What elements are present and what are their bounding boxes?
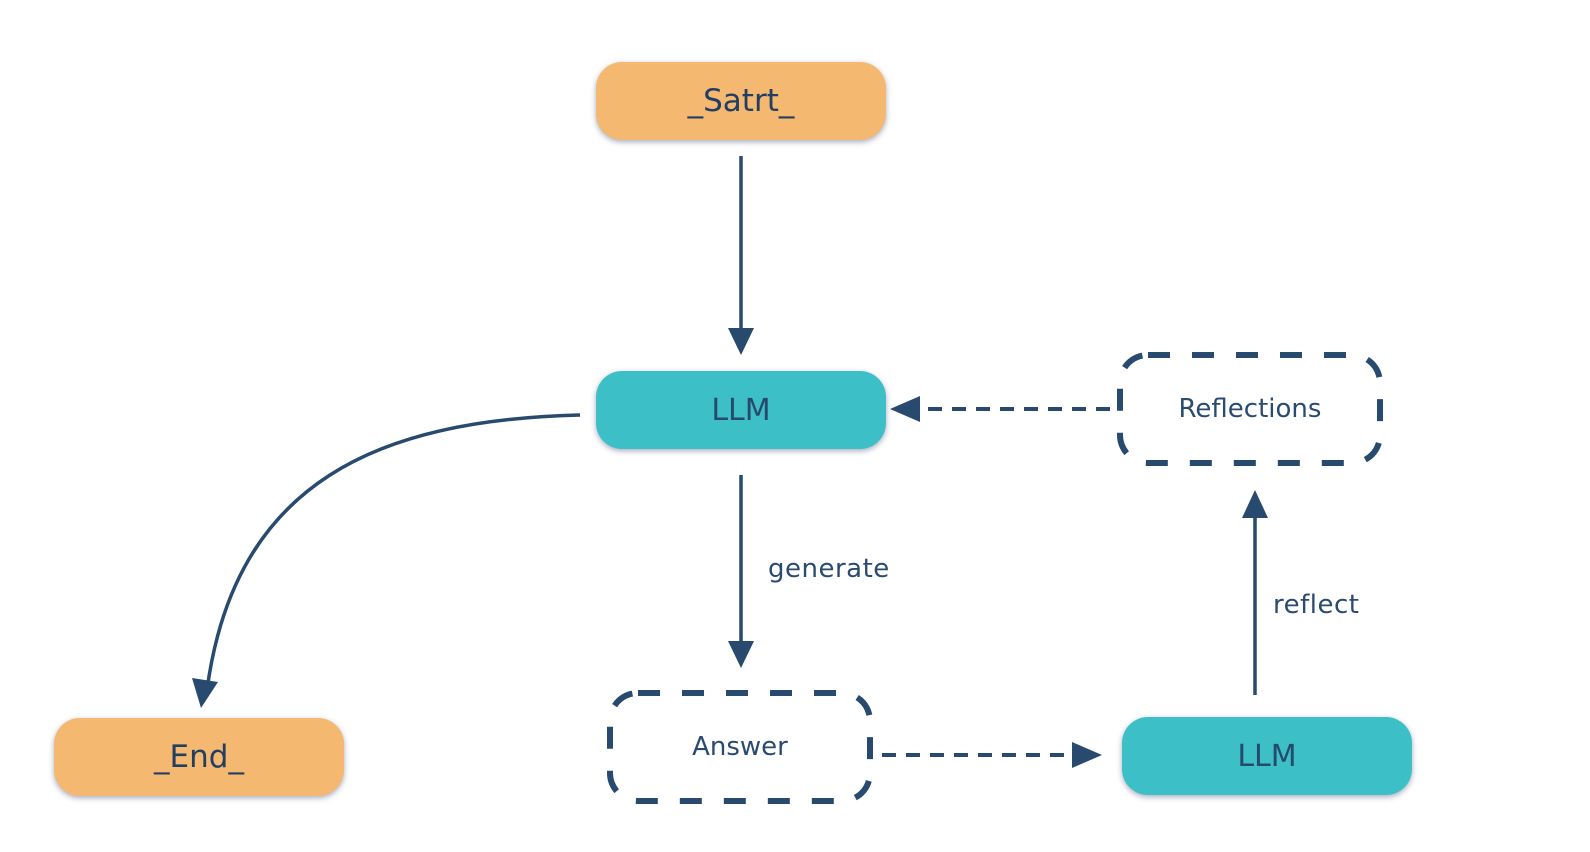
arrowhead-answer-to-llm-reflect — [1072, 742, 1102, 768]
answer-dashed-border — [607, 690, 873, 804]
edge-label-generate: generate — [768, 554, 890, 584]
arrowhead-start-to-llm — [728, 328, 754, 355]
end-node[interactable]: _End_ — [54, 718, 344, 796]
start-node[interactable]: _Satrt_ — [596, 62, 886, 140]
end-node-label: _End_ — [154, 739, 244, 775]
arrowhead-llm-to-answer — [728, 641, 754, 668]
arrowhead-reflections-to-llm — [890, 396, 920, 422]
edge-llm-to-end — [205, 413, 581, 691]
reflections-node[interactable]: Reflections — [1120, 355, 1380, 463]
reflections-node-label: Reflections — [1178, 394, 1322, 424]
llm-node-main-label: LLM — [711, 392, 771, 428]
llm-node-reflect[interactable]: LLM — [1122, 717, 1412, 795]
llm-node-reflect-label: LLM — [1237, 738, 1297, 774]
arrowhead-llm-reflect-to-reflections — [1242, 490, 1268, 518]
answer-node-label: Answer — [692, 732, 788, 762]
reflections-dashed-border — [1117, 352, 1383, 466]
edge-label-reflect: reflect — [1273, 590, 1360, 620]
start-node-label: _Satrt_ — [687, 83, 795, 119]
answer-node[interactable]: Answer — [610, 693, 870, 801]
arrowhead-llm-to-end — [192, 678, 218, 708]
llm-node-main[interactable]: LLM — [596, 371, 886, 449]
